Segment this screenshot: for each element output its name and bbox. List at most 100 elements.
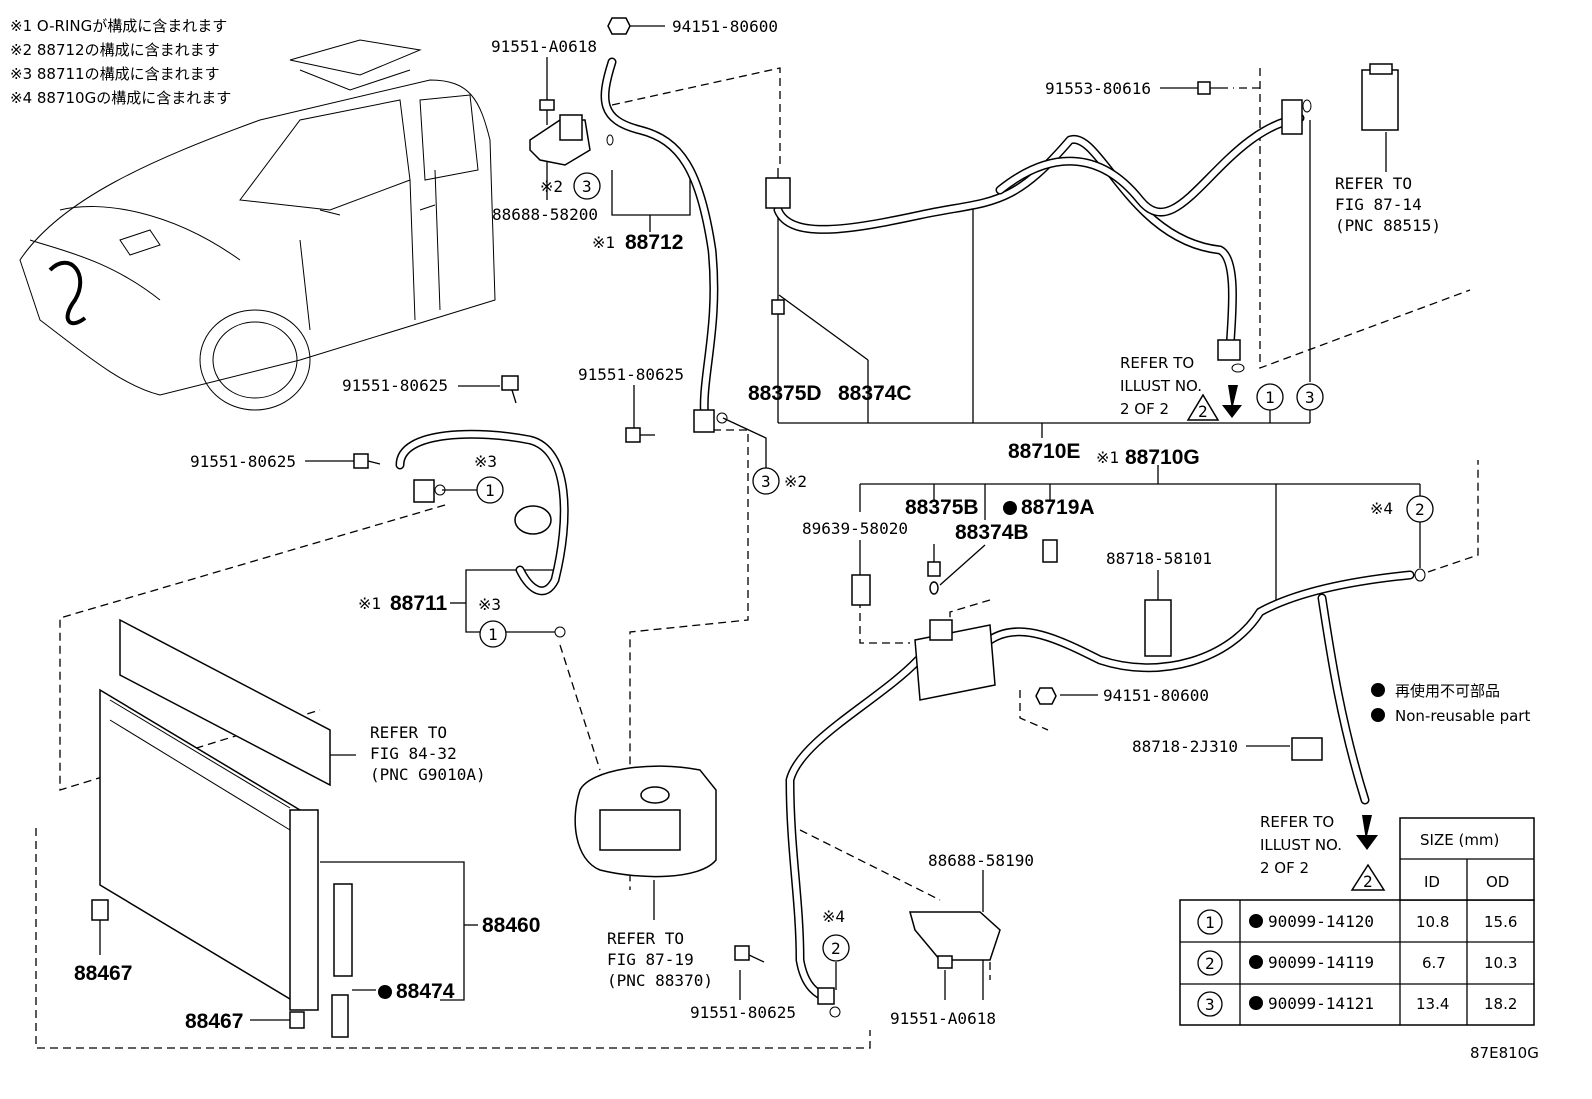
refer-illust-line1: REFER TO — [1120, 354, 1194, 372]
warning-triangle-icon — [1186, 393, 1220, 421]
mark-3-a: ※3 — [474, 452, 497, 471]
row-3-ref: 3 — [1205, 995, 1215, 1014]
refer-illust2-line1: REFER TO — [1260, 813, 1334, 831]
label-88711: 88711 — [390, 592, 448, 615]
warning-triangle-icon — [1350, 863, 1386, 891]
label-91553-80616: 91553-80616 — [1045, 79, 1151, 98]
non-reusable-dot-icon — [1249, 955, 1263, 969]
non-reusable-dot-icon — [378, 985, 392, 999]
label-88688-58200: 88688-58200 — [492, 205, 598, 224]
label-88375B: 88375B — [905, 496, 979, 519]
row-3-id: 13.4 — [1416, 995, 1449, 1013]
table-row: 1 90099-14120 10.8 15.6 — [1197, 909, 1517, 935]
refer-87-14-line2: FIG 87-14 — [1335, 195, 1422, 214]
label-88467-a: 88467 — [74, 962, 132, 985]
footnotes: ※1 O-RINGが構成に含まれます ※2 88712の構成に含まれます ※3 … — [10, 17, 231, 107]
circled-1-c: 1 — [488, 625, 498, 644]
non-reusable-dot-icon — [1371, 708, 1385, 722]
label-91551-80625-d: 91551-80625 — [690, 1003, 796, 1022]
label-94151-80600-top: 94151-80600 — [672, 17, 778, 36]
mark-1-b: ※1 — [1096, 448, 1119, 467]
table-header-size: SIZE (mm) — [1420, 831, 1499, 849]
refer-84-32-line2: FIG 84-32 — [370, 744, 457, 763]
label-88718-2J310: 88718-2J310 — [1132, 737, 1238, 756]
mark-2-a: ※2 — [540, 177, 563, 196]
leader-lines — [99, 25, 1421, 1021]
note-2: ※2 88712の構成に含まれます — [10, 41, 220, 59]
label-88718-58101: 88718-58101 — [1106, 549, 1212, 568]
refer-84-32-line3: (PNC G9010A) — [370, 765, 486, 784]
label-89639-58020: 89639-58020 — [802, 519, 908, 538]
circled-refs: 3 1 3 3 1 1 2 2 — [476, 172, 1434, 962]
row-2-ref: 2 — [1205, 954, 1215, 973]
circled-2-b: 2 — [831, 939, 841, 958]
row-2-part: 90099-14119 — [1268, 953, 1374, 972]
row-1-ref: 1 — [1205, 913, 1215, 932]
non-reusable-dot-icon — [1249, 914, 1263, 928]
label-88710G: 88710G — [1125, 446, 1200, 469]
label-88467-b: 88467 — [185, 1010, 243, 1033]
table-row: 3 90099-14121 13.4 18.2 — [1197, 991, 1517, 1017]
refer-87-19-line2: FIG 87-19 — [607, 950, 694, 969]
label-88474: 88474 — [396, 980, 455, 1003]
mark-4-a: ※4 — [1370, 499, 1393, 518]
non-reusable-dot-icon — [1003, 501, 1017, 515]
row-1-id: 10.8 — [1416, 913, 1449, 931]
row-2-od: 10.3 — [1484, 954, 1517, 972]
label-91551-A0618-bot: 91551-A0618 — [890, 1009, 996, 1028]
circled-1-a: 1 — [1265, 388, 1275, 407]
row-3-part: 90099-14121 — [1268, 994, 1374, 1013]
label-88374B: 88374B — [955, 521, 1029, 544]
dashed-groupings — [35, 67, 1479, 1049]
refer-84-32-line1: REFER TO — [370, 723, 447, 742]
label-91551-80625-c: 91551-80625 — [190, 452, 296, 471]
note-3: ※3 88711の構成に含まれます — [10, 65, 220, 83]
table-header-od: OD — [1486, 873, 1509, 891]
legend-en: Non-reusable part — [1395, 707, 1530, 725]
label-88712: 88712 — [625, 231, 683, 254]
vehicle-illustration — [19, 39, 496, 411]
pipes — [395, 57, 1415, 1005]
label-91551-80625-a: 91551-80625 — [578, 365, 684, 384]
non-reusable-dot-icon — [1371, 683, 1385, 697]
label-88710E: 88710E — [1008, 440, 1080, 463]
legend: 再使用不可部品 Non-reusable part — [1371, 682, 1530, 725]
label-88375D: 88375D — [748, 382, 822, 405]
row-1-part: 90099-14120 — [1268, 912, 1374, 931]
note-4: ※4 88710Gの構成に含まれます — [10, 89, 231, 107]
mark-3-b: ※3 — [478, 595, 501, 614]
circled-3-c: 3 — [761, 472, 771, 491]
nut-icon — [607, 17, 631, 35]
mark-2-b: ※2 — [784, 472, 807, 491]
legend-ja: 再使用不可部品 — [1395, 682, 1500, 700]
part-labels: 94151-80600 91551-A0618 88688-58200 ※2 ※… — [74, 17, 1441, 1033]
figure-code: 87E810G — [1470, 1044, 1539, 1062]
label-91551-80625-b: 91551-80625 — [342, 376, 448, 395]
refer-87-14-line1: REFER TO — [1335, 174, 1412, 193]
refer-illust-line3: 2 OF 2 — [1120, 400, 1169, 418]
mark-4-b: ※4 — [822, 907, 845, 926]
refer-illust2-line2: ILLUST NO. — [1260, 836, 1342, 854]
triangle-2-a: 2 — [1198, 402, 1208, 421]
label-88719A: 88719A — [1021, 496, 1095, 519]
circled-3-a: 3 — [582, 177, 592, 196]
mark-1-a: ※1 — [592, 233, 615, 252]
label-91551-A0618-top: 91551-A0618 — [491, 37, 597, 56]
circled-3-b: 3 — [1305, 388, 1315, 407]
triangle-2-b: 2 — [1363, 872, 1373, 891]
non-reusable-dot-icon — [1249, 996, 1263, 1010]
label-88688-58190: 88688-58190 — [928, 851, 1034, 870]
row-1-od: 15.6 — [1484, 913, 1517, 931]
label-88374C: 88374C — [838, 382, 912, 405]
part-shapes — [91, 17, 1426, 1038]
refer-87-19-line3: (PNC 88370) — [607, 971, 713, 990]
table-row: 2 90099-14119 6.7 10.3 — [1197, 950, 1517, 976]
refer-illust2-line3: 2 OF 2 — [1260, 859, 1309, 877]
mark-1-c: ※1 — [358, 594, 381, 613]
circled-2-a: 2 — [1415, 500, 1425, 519]
arrow-down-icon — [1356, 815, 1378, 850]
size-table: SIZE (mm) ID OD 1 90099-14120 10.8 15.6 … — [1179, 817, 1535, 1026]
circled-1-b: 1 — [485, 481, 495, 500]
refer-illust-line2: ILLUST NO. — [1120, 377, 1202, 395]
